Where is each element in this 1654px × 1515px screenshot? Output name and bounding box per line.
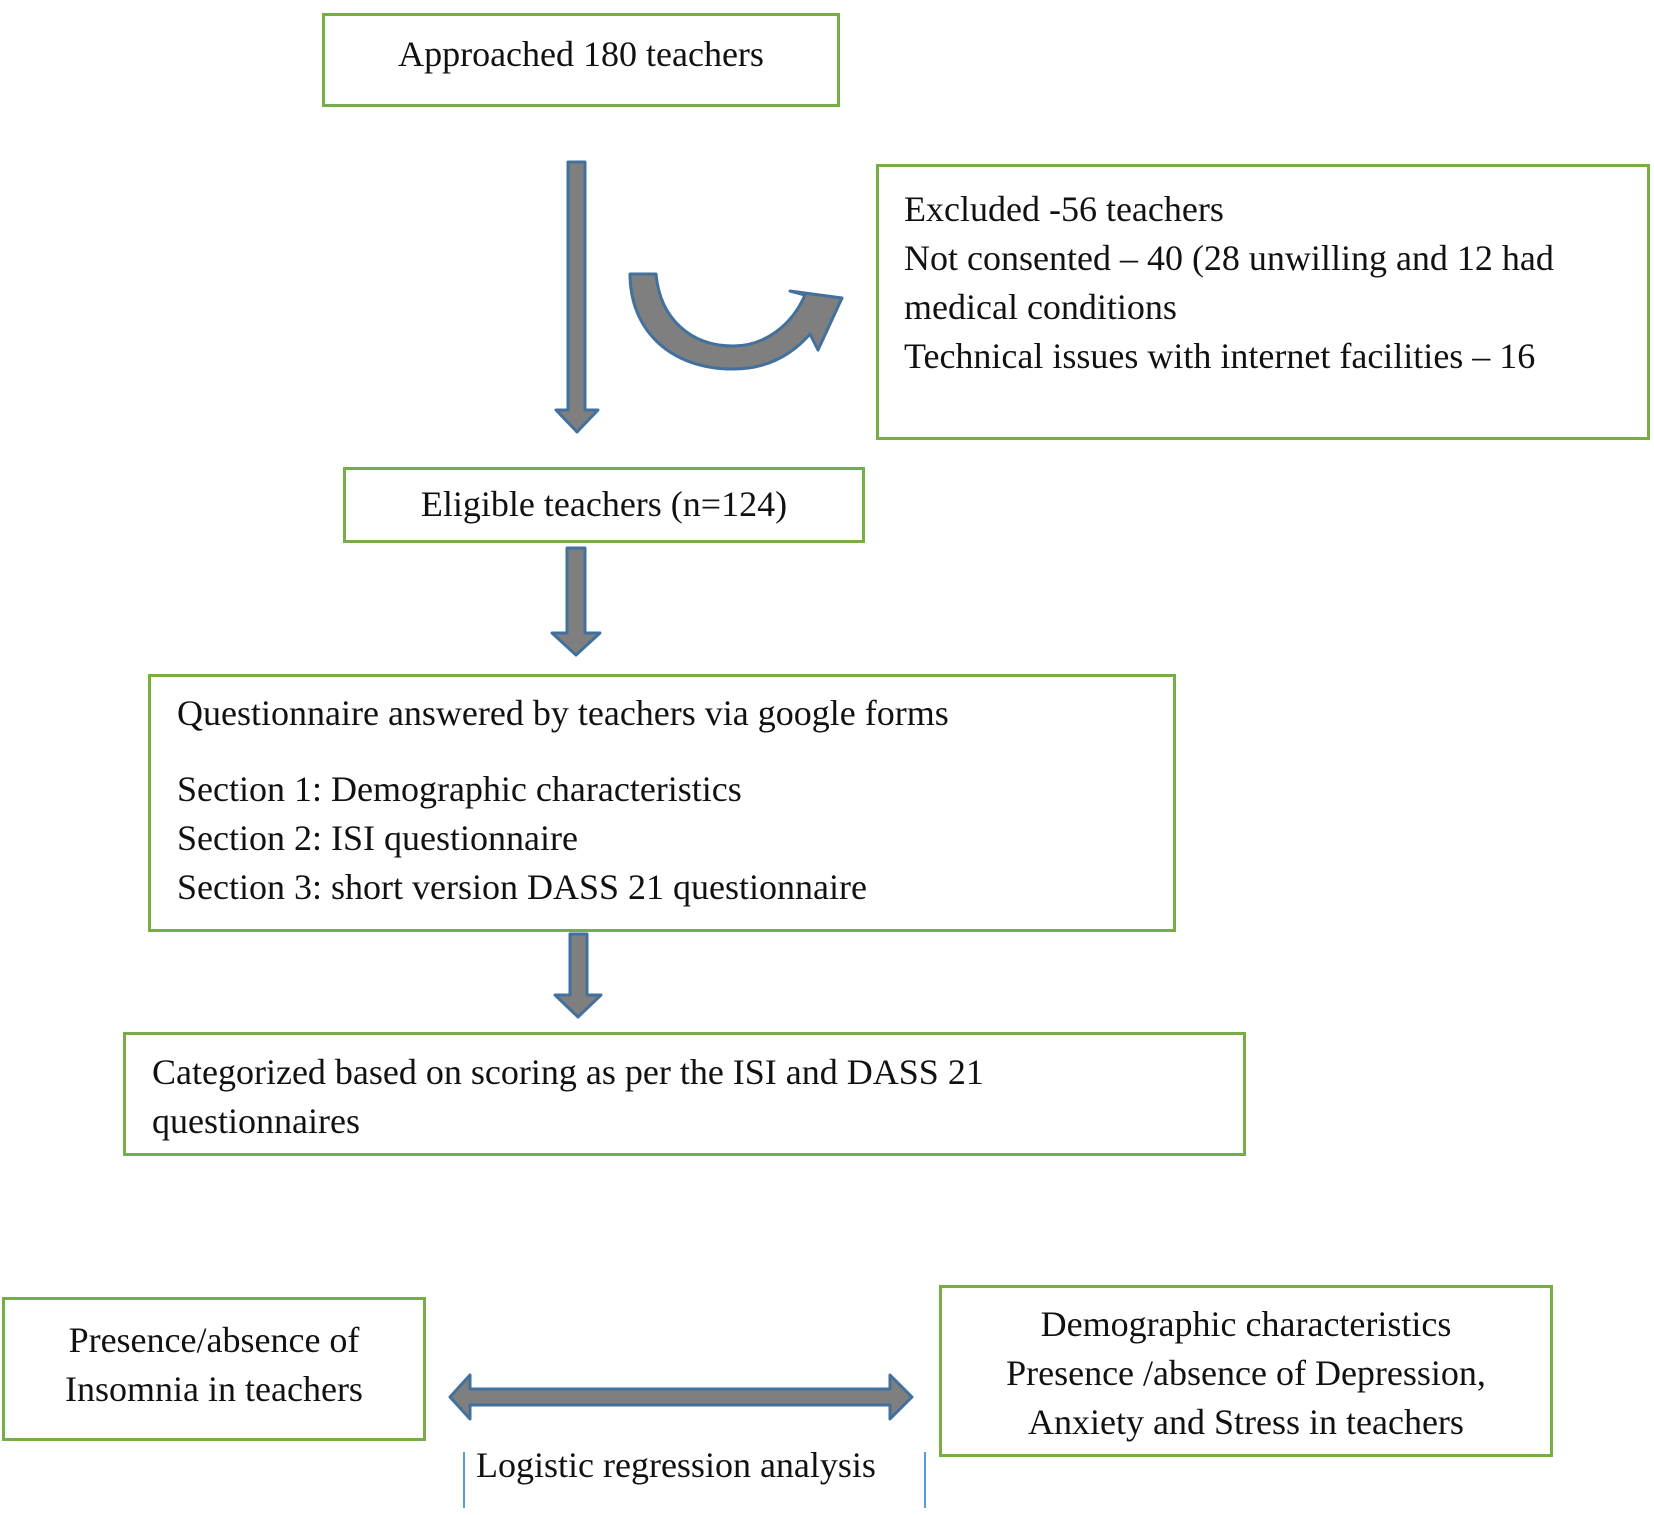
predictors-line-3: Anxiety and Stress in teachers <box>1028 1402 1464 1442</box>
questionnaire-section-1: Section 1: Demographic characteristics <box>177 769 742 809</box>
bidirectional-arrow <box>448 1373 914 1421</box>
predictors-box: Demographic characteristics Presence /ab… <box>939 1285 1553 1457</box>
categorized-text: Categorized based on scoring as per the … <box>152 1052 984 1141</box>
questionnaire-section-2: Section 2: ISI questionnaire <box>177 818 578 858</box>
regression-label: Logistic regression analysis <box>476 1445 876 1485</box>
down-arrow-2 <box>550 546 602 657</box>
questionnaire-section-3: Section 3: short version DASS 21 questio… <box>177 867 867 907</box>
excluded-technical-issues: Technical issues with internet facilitie… <box>904 336 1536 376</box>
approached-box: Approached 180 teachers <box>322 13 840 107</box>
curved-exclusion-arrow <box>628 272 844 371</box>
questionnaire-box: Questionnaire answered by teachers via g… <box>148 674 1176 932</box>
insomnia-line-2: Insomnia in teachers <box>65 1369 363 1409</box>
excluded-box: Excluded -56 teachers Not consented – 40… <box>876 164 1650 440</box>
insomnia-box: Presence/absence of Insomnia in teachers <box>2 1297 426 1441</box>
down-arrow-1 <box>554 160 600 434</box>
excluded-not-consented: Not consented – 40 (28 unwilling and 12 … <box>904 238 1554 327</box>
predictors-line-1: Demographic characteristics <box>1040 1304 1452 1344</box>
approached-text: Approached 180 teachers <box>398 34 764 74</box>
categorized-box: Categorized based on scoring as per the … <box>123 1032 1246 1156</box>
questionnaire-heading: Questionnaire answered by teachers via g… <box>177 693 949 733</box>
insomnia-line-1: Presence/absence of <box>68 1320 360 1360</box>
eligible-box: Eligible teachers (n=124) <box>343 467 865 543</box>
predictors-line-2: Presence /absence of Depression, <box>1006 1353 1486 1393</box>
down-arrow-3 <box>553 932 603 1019</box>
eligible-text: Eligible teachers (n=124) <box>420 484 788 524</box>
excluded-heading: Excluded -56 teachers <box>904 189 1224 229</box>
